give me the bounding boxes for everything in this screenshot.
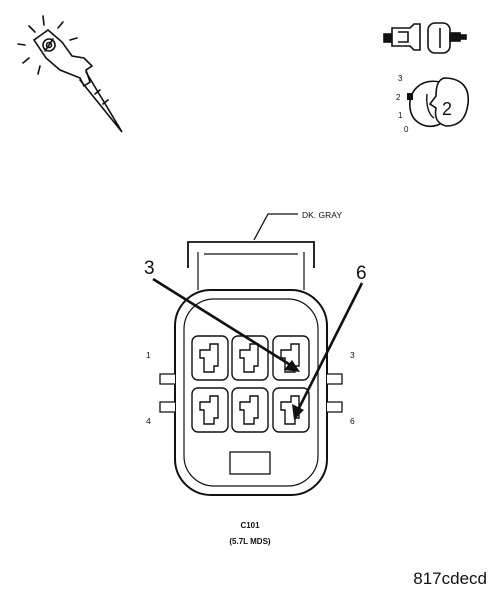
pin-cavity-1 — [191, 335, 229, 381]
callout-arrow-3 — [152, 277, 300, 372]
wire-color-leader — [253, 213, 298, 241]
key-position-1: 1 — [398, 111, 403, 120]
pin-label-3: 3 — [350, 350, 355, 360]
key-position-marker — [407, 93, 413, 100]
key-position-3: 3 — [398, 74, 403, 83]
callout-arrow-6 — [292, 282, 364, 420]
pin-label-1: 1 — [146, 350, 151, 360]
pin-cavity-grid — [191, 335, 310, 433]
pin-cavity-6 — [272, 387, 310, 433]
pin-label-4: 4 — [146, 416, 151, 426]
connector-pair-icon — [383, 22, 467, 54]
test-probe-icon — [17, 15, 123, 133]
callout-label-6: 6 — [356, 263, 367, 284]
ignition-key-icon: 3 2 1 0 2 — [396, 74, 469, 134]
callout-label-3: 3 — [144, 258, 155, 279]
key-position-2: 2 — [396, 93, 401, 102]
pin-cavity-4 — [191, 387, 229, 433]
pin-label-6: 6 — [350, 416, 355, 426]
key-position-0: 0 — [404, 125, 409, 134]
wire-color-label: DK. GRAY — [302, 210, 342, 220]
connector-variant: (5.7L MDS) — [229, 537, 271, 546]
connector-name: C101 — [240, 521, 260, 530]
figure-id: 817cdecd — [413, 569, 487, 588]
pin-cavity-2 — [231, 335, 269, 381]
key-selected-position: 2 — [442, 99, 452, 119]
pin-cavity-5 — [231, 387, 269, 433]
